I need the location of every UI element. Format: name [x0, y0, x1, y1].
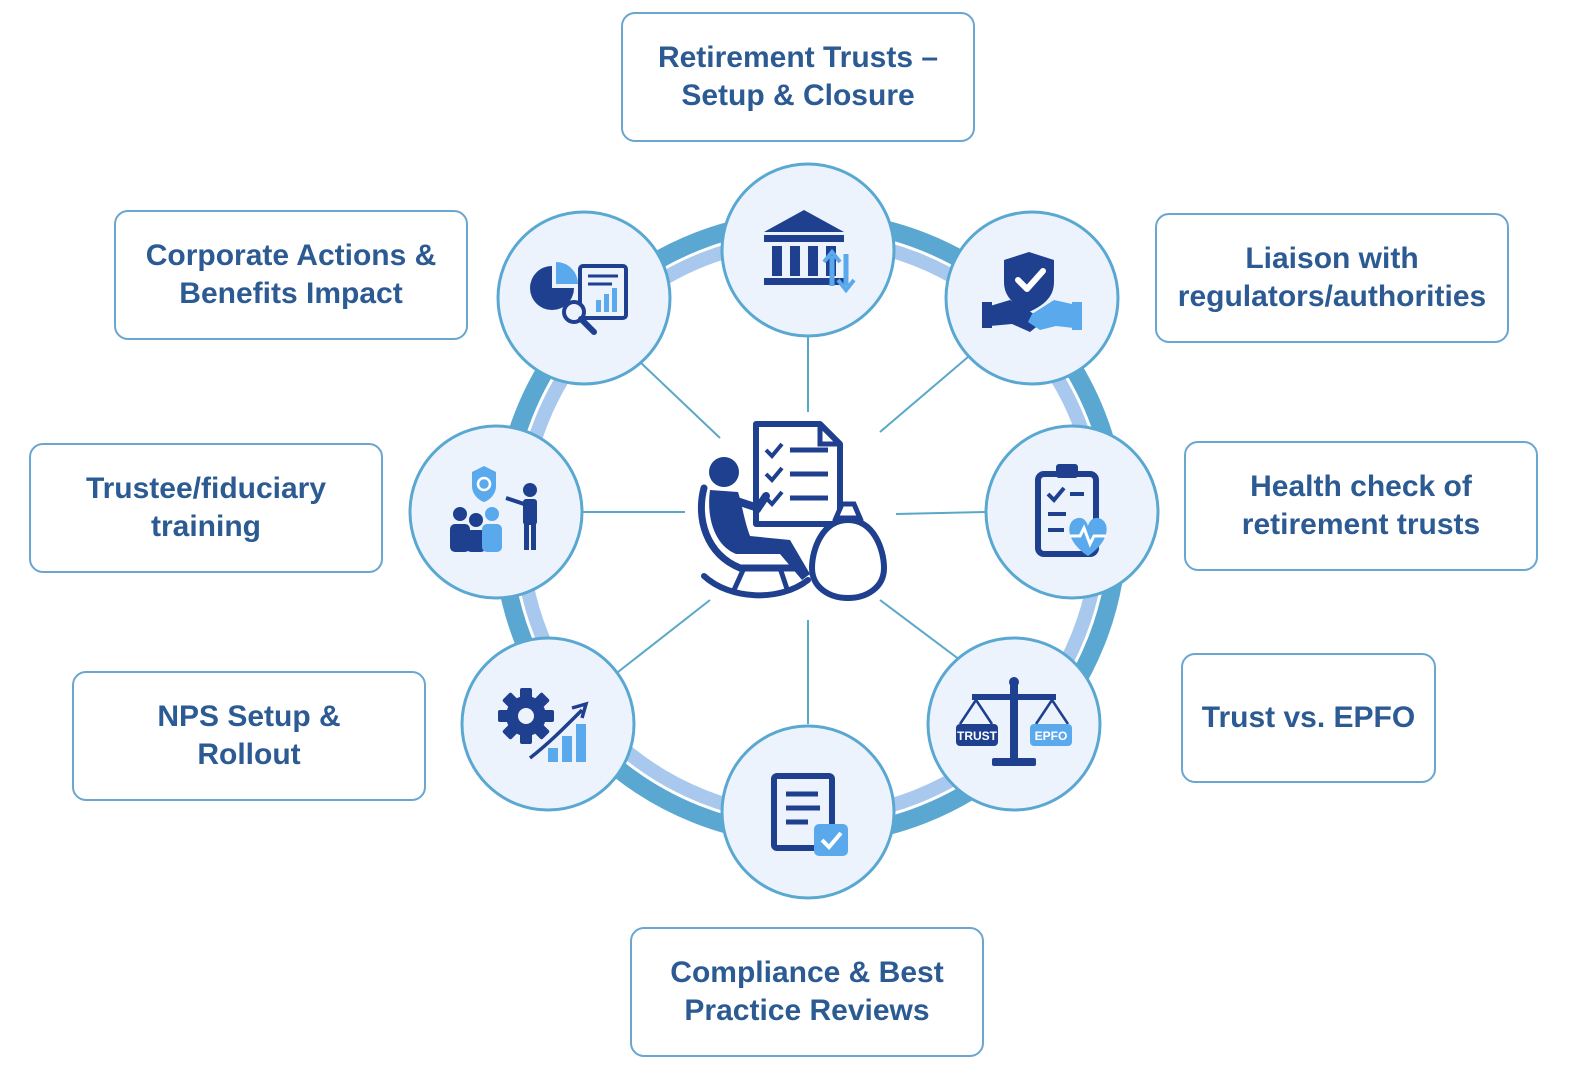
label-text-training: training [151, 510, 261, 543]
scale-label-trust: TRUST [957, 729, 998, 743]
node-compliance [720, 724, 896, 900]
document-check-icon [771, 773, 848, 856]
node-corporate [496, 210, 672, 386]
label-text-setup: Retirement Trusts – [657, 41, 939, 74]
label-text-nps: Rollout [197, 738, 301, 771]
label-box-trust-epfo: Trust vs. EPFO [1181, 653, 1436, 783]
balance-scale-icon: TRUST EPFO [956, 677, 1072, 766]
label-text-setup: Setup & Closure [681, 79, 915, 112]
node-health [984, 424, 1160, 600]
label-text-corporate: Corporate Actions & [145, 239, 437, 272]
label-box-nps: NPS Setup & Rollout [72, 671, 426, 801]
bank-building-icon [764, 210, 856, 294]
nodes: TRUST EPFO [408, 162, 1160, 900]
spoke-corporate [639, 361, 721, 439]
spoke-trust-epfo [879, 599, 961, 661]
label-box-training: Trustee/fiduciary training [29, 443, 383, 573]
node-trust-epfo: TRUST EPFO [926, 636, 1102, 812]
label-text-compliance: Compliance & Best [670, 956, 944, 989]
node-circle-compliance [720, 724, 896, 900]
node-nps [460, 636, 636, 812]
node-training [408, 424, 584, 600]
node-circle-health [984, 424, 1160, 600]
label-box-liaison: Liaison with regulators/authorities [1155, 213, 1509, 343]
label-text-nps: NPS Setup & [157, 700, 341, 733]
label-text-training: Trustee/fiduciary [85, 472, 327, 505]
node-setup [720, 162, 896, 338]
spokes [582, 337, 986, 724]
chart-analysis-icon [530, 262, 628, 335]
label-text-liaison: regulators/authorities [1177, 280, 1487, 313]
spoke-liaison [879, 356, 969, 433]
center-hub [697, 421, 888, 602]
gear-growth-icon [498, 688, 589, 762]
label-text-health: Health check of [1250, 470, 1472, 503]
node-circle-nps [460, 636, 636, 812]
node-liaison [944, 210, 1120, 386]
label-box-setup: Retirement Trusts – Setup & Closure [621, 12, 975, 142]
label-text-liaison: Liaison with [1245, 242, 1419, 275]
label-text-health: retirement trusts [1241, 508, 1481, 541]
spoke-health [895, 511, 986, 515]
team-training-icon [450, 466, 537, 552]
scale-label-epfo: EPFO [1035, 729, 1068, 743]
label-box-health: Health check of retirement trusts [1184, 441, 1538, 571]
label-text-trust-epfo: Trust vs. EPFO [1201, 701, 1416, 734]
shield-handshake-icon [982, 252, 1082, 332]
label-text-corporate: Benefits Impact [179, 277, 403, 310]
retiree-checklist-icon [697, 421, 888, 602]
spoke-nps [617, 599, 711, 673]
label-box-corporate: Corporate Actions & Benefits Impact [114, 210, 468, 340]
label-text-compliance: Practice Reviews [684, 994, 930, 1027]
clipboard-heart-icon [1035, 464, 1107, 557]
